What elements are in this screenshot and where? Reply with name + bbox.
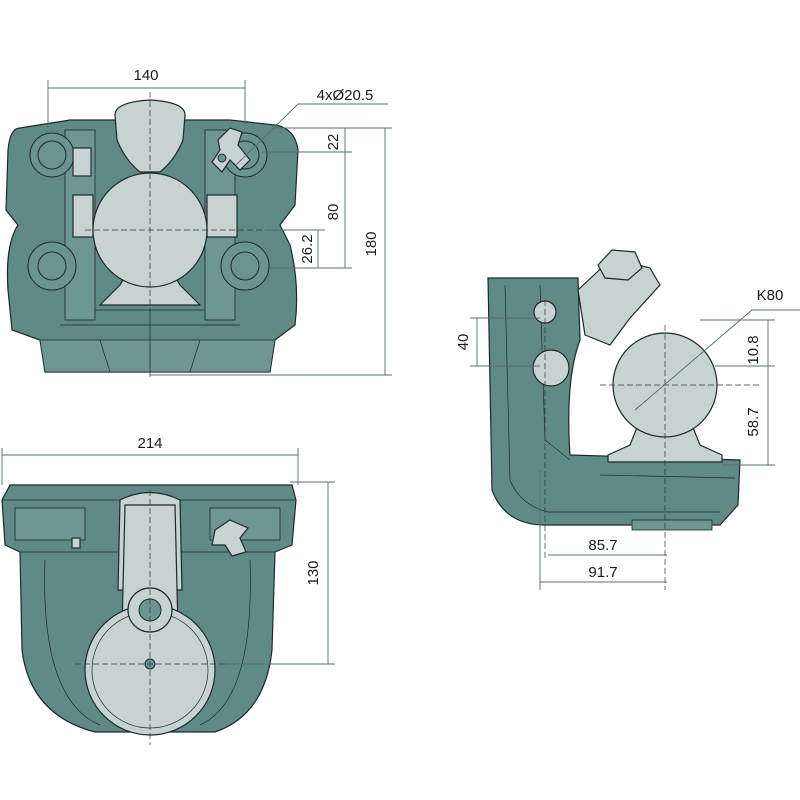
dim-214: 214 xyxy=(137,435,162,452)
dim-80: 80 xyxy=(325,204,342,221)
dim-40: 40 xyxy=(455,334,472,351)
latch-block-left xyxy=(72,147,92,177)
front-view: 140 4xØ20.5 22 80 26.2 180 xyxy=(5,67,392,380)
dim-58-7: 58.7 xyxy=(745,407,762,436)
dim-width-140: 140 xyxy=(133,67,158,84)
locking-pin xyxy=(114,99,186,173)
dim-k80: K80 xyxy=(757,287,784,304)
side-hole-lower xyxy=(532,349,570,387)
dim-26-2: 26.2 xyxy=(299,234,316,263)
dim-10-8: 10.8 xyxy=(745,335,762,364)
front-base-plate xyxy=(39,339,276,373)
side-base-strip xyxy=(631,519,713,531)
dim-22: 22 xyxy=(325,134,342,151)
bottom-view: 214 130 xyxy=(1,435,335,745)
dim-130: 130 xyxy=(305,560,322,585)
side-view: K80 40 10.8 58.7 85.7 91.7 xyxy=(455,249,800,590)
latch-block-right xyxy=(206,194,238,238)
dim-180: 180 xyxy=(363,231,380,256)
dim-85-7: 85.7 xyxy=(588,537,617,554)
bottom-wing-nut xyxy=(211,519,249,557)
dim-91-7: 91.7 xyxy=(588,564,617,581)
side-nut xyxy=(597,249,643,281)
dim-holes-diameter: 4xØ20.5 xyxy=(317,87,374,104)
